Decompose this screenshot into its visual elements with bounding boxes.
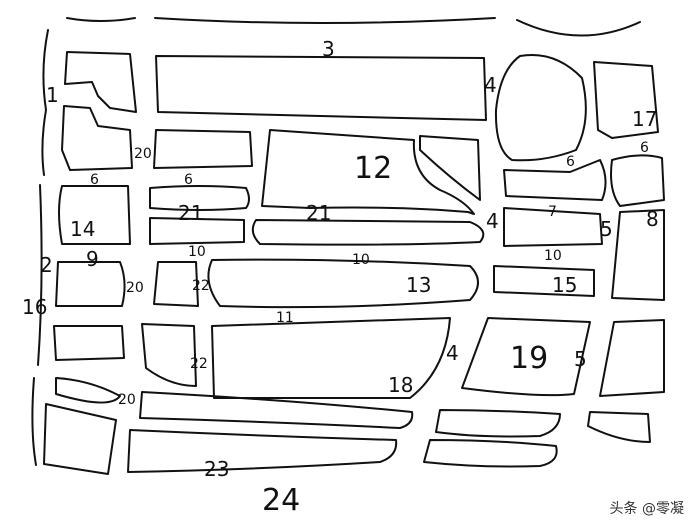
block-20-mid xyxy=(153,129,253,169)
label-20b: 20 xyxy=(126,280,144,296)
block-14 xyxy=(58,185,131,245)
label-23: 23 xyxy=(204,457,229,481)
block-17 xyxy=(593,61,659,139)
block-12 xyxy=(261,129,475,215)
label-4c: 4 xyxy=(446,341,459,365)
label-14: 14 xyxy=(70,217,95,241)
label-6b: 6 xyxy=(184,172,193,188)
label-13: 13 xyxy=(406,273,431,297)
block-br-2 xyxy=(423,439,558,468)
label-2: 2 xyxy=(40,253,53,277)
block-22-lower xyxy=(141,323,197,387)
label-3: 3 xyxy=(322,37,335,61)
block-13 xyxy=(207,258,479,309)
label-16: 16 xyxy=(22,295,47,319)
block-br-1 xyxy=(435,409,561,438)
label-7: 7 xyxy=(548,204,557,220)
label-15: 15 xyxy=(552,273,577,297)
top-edge-left xyxy=(66,17,136,22)
label-19: 19 xyxy=(510,341,548,376)
label-6a: 6 xyxy=(90,172,99,188)
label-5a: 5 xyxy=(600,217,613,241)
top-edge-right xyxy=(516,19,641,37)
block-21-long xyxy=(251,219,485,246)
block-7 xyxy=(503,159,607,201)
block-9 xyxy=(55,261,126,307)
block-diagonal-strip xyxy=(139,391,414,429)
label-1: 1 xyxy=(46,83,59,107)
label-18: 18 xyxy=(388,373,413,397)
block-15 xyxy=(493,265,595,297)
watermark-text: 头条 @零凝 xyxy=(609,501,684,517)
block-left-lower xyxy=(53,325,125,361)
block-10-right-strip xyxy=(503,207,603,247)
left-edge-2 xyxy=(37,184,43,366)
block-19 xyxy=(461,317,591,397)
label-21a: 21 xyxy=(178,201,203,225)
label-6d: 6 xyxy=(640,140,649,156)
left-edge-3 xyxy=(31,377,37,466)
label-8: 8 xyxy=(646,207,659,231)
block-right-6 xyxy=(610,154,665,207)
block-1-top xyxy=(64,51,137,113)
label-11: 11 xyxy=(276,310,294,326)
block-6-strip xyxy=(149,185,250,211)
label-22b: 22 xyxy=(190,356,208,372)
block-20-top xyxy=(61,105,133,171)
label-10c: 10 xyxy=(544,248,562,264)
label-17: 17 xyxy=(632,107,657,131)
label-12: 12 xyxy=(354,151,392,186)
label-4a: 4 xyxy=(484,73,497,97)
label-24: 24 xyxy=(262,483,300,518)
top-edge-mid xyxy=(154,17,496,24)
label-20a: 20 xyxy=(134,146,152,162)
left-edge xyxy=(41,29,49,176)
label-20c: 20 xyxy=(118,392,136,408)
label-22a: 22 xyxy=(192,278,210,294)
block-left-bottom xyxy=(43,403,117,475)
block-20-lower xyxy=(55,377,121,404)
block-21-left xyxy=(149,217,245,245)
label-4b: 4 xyxy=(486,209,499,233)
right-edge-lower xyxy=(599,319,665,397)
block-br-3 xyxy=(587,411,651,443)
block-22-small xyxy=(153,261,199,307)
block-12-triangle xyxy=(419,135,481,201)
label-10b: 10 xyxy=(352,252,370,268)
right-edge-8 xyxy=(611,209,665,301)
label-9: 9 xyxy=(86,247,99,271)
label-10a: 10 xyxy=(188,244,206,260)
label-5b: 5 xyxy=(574,347,587,371)
block-3 xyxy=(155,55,487,121)
label-6c: 6 xyxy=(566,154,575,170)
block-4-oval xyxy=(494,54,587,162)
block-18 xyxy=(211,317,451,399)
label-21b: 21 xyxy=(306,201,331,225)
block-23 xyxy=(127,429,398,473)
